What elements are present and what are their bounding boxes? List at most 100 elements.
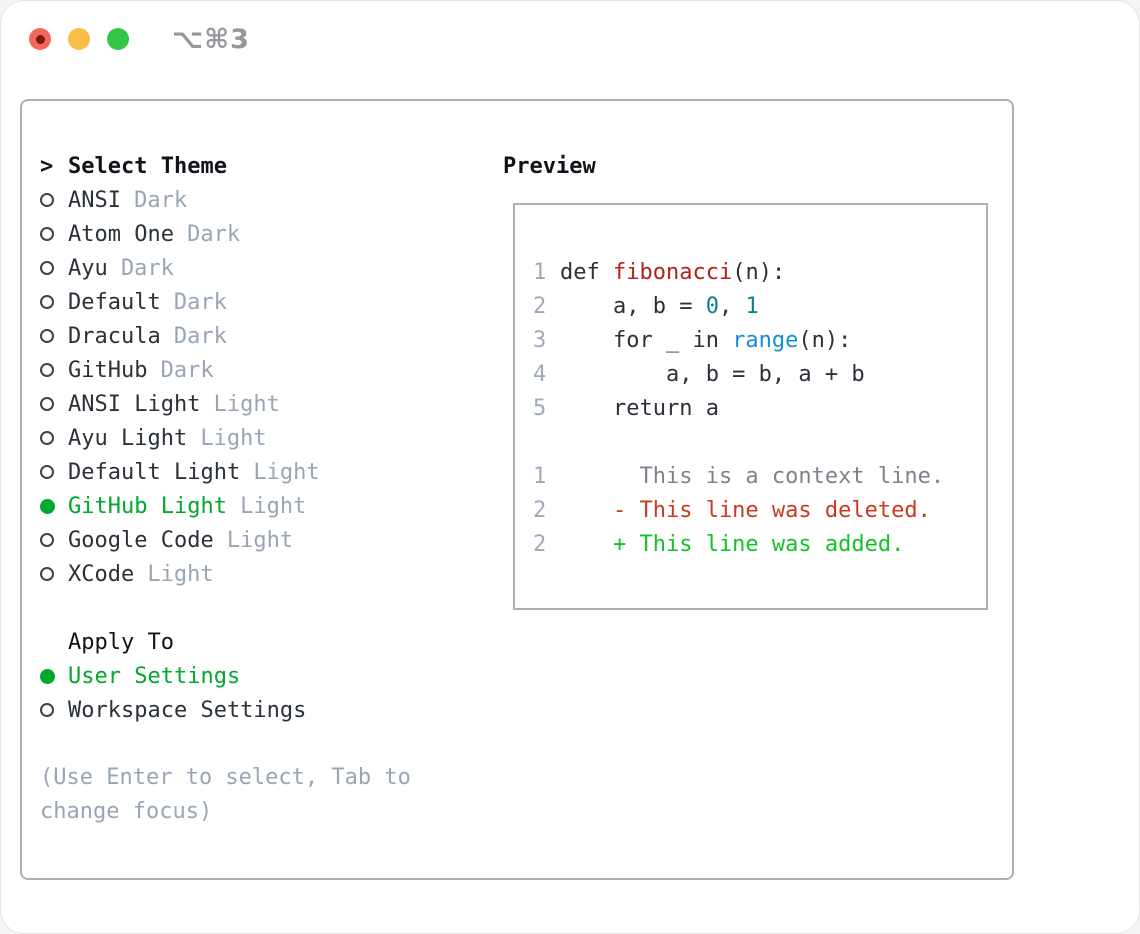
apply-to-header: Apply To <box>40 625 490 659</box>
preview-header: Preview <box>503 149 596 183</box>
theme-option[interactable]: Ayu Light Light <box>40 421 490 455</box>
diff-line: 2 + This line was added. <box>533 527 986 561</box>
theme-option[interactable]: ANSI Dark <box>40 183 490 217</box>
line-number: 1 <box>533 259 547 285</box>
radio-icon <box>40 431 54 445</box>
theme-picker-panel: > Select Theme ANSI Dark Atom One Dark A… <box>20 99 1014 880</box>
radio-icon <box>40 227 54 241</box>
line-number: 5 <box>533 395 547 421</box>
line-content: + This line was added. <box>560 531 905 557</box>
line-content: - This line was deleted. <box>560 497 931 523</box>
radio-cell <box>40 431 68 445</box>
apply-to-option[interactable]: Workspace Settings <box>40 693 490 727</box>
theme-option-name: Ayu Light <box>68 425 188 451</box>
theme-option-variant: Light <box>147 561 214 587</box>
theme-option-variant: Light <box>226 527 294 553</box>
radio-cell <box>40 465 68 479</box>
theme-option-name: Dracula <box>68 323 161 349</box>
line-content: return a <box>560 395 719 421</box>
theme-option-name: ANSI Light <box>68 391 201 417</box>
line-number: 1 <box>533 463 547 489</box>
theme-option-name: XCode <box>68 561 135 587</box>
line-content: def fibonacci(n): <box>560 259 786 285</box>
theme-option[interactable]: GitHub Light Light <box>40 489 490 523</box>
spacer <box>533 425 986 459</box>
theme-option[interactable]: Default Dark <box>40 285 490 319</box>
apply-to-option-label: User Settings <box>68 663 241 689</box>
theme-option-variant: Light <box>200 425 267 451</box>
theme-option[interactable]: Google Code Light <box>40 523 490 557</box>
theme-option[interactable]: Dracula Dark <box>40 319 490 353</box>
line-content: a, b = 0, 1 <box>560 293 759 319</box>
theme-option[interactable]: GitHub Dark <box>40 353 490 387</box>
theme-option[interactable]: Ayu Dark <box>40 251 490 285</box>
theme-option[interactable]: XCode Light <box>40 557 490 591</box>
radio-icon <box>40 397 54 411</box>
theme-option-variant: Light <box>213 391 280 417</box>
line-number: 2 <box>533 293 547 319</box>
radio-icon <box>40 567 54 581</box>
theme-option[interactable]: Atom One Dark <box>40 217 490 251</box>
code-line: 1 def fibonacci(n): <box>533 255 986 289</box>
theme-option-variant: Light <box>240 493 307 519</box>
radio-cell <box>40 227 68 241</box>
close-button-dot-icon <box>35 34 45 44</box>
radio-cell <box>40 363 68 377</box>
window-shortcut-label: ⌥⌘3 <box>172 23 250 55</box>
diff-line: 2 - This line was deleted. <box>533 493 986 527</box>
code-line: 3 for _ in range(n): <box>533 323 986 357</box>
line-number: 3 <box>533 327 547 353</box>
line-number: 2 <box>533 497 547 523</box>
diff-line: 1 This is a context line. <box>533 459 986 493</box>
line-content: This is a context line. <box>560 463 945 489</box>
theme-picker-title: Select Theme <box>68 153 227 179</box>
radio-cell <box>40 397 68 411</box>
apply-to-option-label: Workspace Settings <box>68 697 307 723</box>
close-button[interactable] <box>29 28 51 50</box>
help-text: (Use Enter to select, Tab to change focu… <box>40 765 411 824</box>
line-content: a, b = b, a + b <box>560 361 865 387</box>
radio-icon <box>40 193 54 207</box>
radio-cell <box>40 567 68 581</box>
radio-icon <box>40 703 54 717</box>
theme-option[interactable]: ANSI Light Light <box>40 387 490 421</box>
radio-icon <box>40 363 54 377</box>
radio-cell <box>40 329 68 343</box>
apply-to-option[interactable]: User Settings <box>40 659 490 693</box>
maximize-button[interactable] <box>107 28 129 50</box>
theme-option-variant: Dark <box>134 187 188 213</box>
theme-option[interactable]: Default Light Light <box>40 455 490 489</box>
theme-picker-column: > Select Theme ANSI Dark Atom One Dark A… <box>40 149 490 829</box>
titlebar: ⌥⌘3 <box>29 24 250 55</box>
theme-option-name: Google Code <box>68 527 214 553</box>
spacer <box>40 727 490 761</box>
theme-option-variant: Dark <box>120 255 174 281</box>
radio-icon <box>40 329 54 343</box>
code-line: 4 a, b = b, a + b <box>533 357 986 391</box>
radio-icon <box>40 465 54 479</box>
radio-cell <box>40 193 68 207</box>
radio-cell <box>40 668 68 684</box>
line-number: 2 <box>533 531 547 557</box>
radio-cell <box>40 703 68 717</box>
diff-preview: 1 This is a context line.2 - This line w… <box>533 459 986 561</box>
radio-icon <box>40 295 54 309</box>
theme-option-variant: Dark <box>173 289 227 315</box>
radio-icon <box>40 668 55 684</box>
theme-option-variant: Dark <box>187 221 241 247</box>
radio-icon <box>40 498 55 514</box>
spacer <box>40 591 490 625</box>
radio-cell <box>40 261 68 275</box>
code-line: 2 a, b = 0, 1 <box>533 289 986 323</box>
minimize-button[interactable] <box>68 28 90 50</box>
theme-option-variant: Dark <box>160 357 214 383</box>
theme-option-name: Atom One <box>68 221 174 247</box>
radio-cell <box>40 533 68 547</box>
apply-to-title: Apply To <box>68 629 174 655</box>
theme-option-name: GitHub <box>68 357 148 383</box>
line-number: 4 <box>533 361 547 387</box>
code-line: 5 return a <box>533 391 986 425</box>
